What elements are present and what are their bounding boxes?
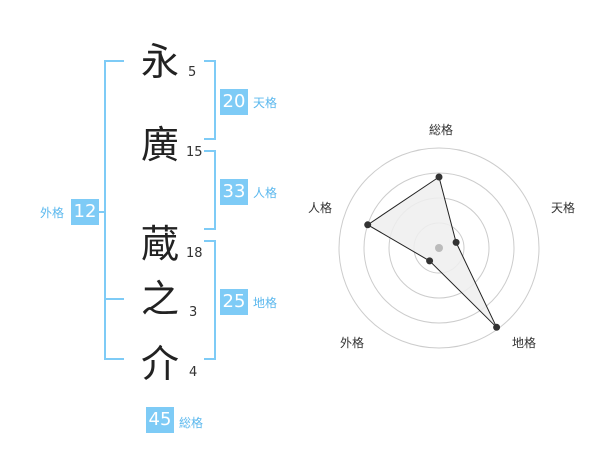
tenkaku-label: 天格	[253, 96, 278, 110]
radar-axis-label-tenkaku: 天格	[551, 201, 576, 215]
jinkaku-bracket-top	[204, 150, 216, 152]
radar-point-3	[493, 323, 501, 331]
radar-axis-label-gaikaku: 外格	[340, 336, 365, 350]
radar-axis-label-chikaku: 地格	[512, 336, 537, 350]
stroke-count-5: 4	[189, 365, 198, 380]
radar-axis-label-soukaku: 総格	[429, 123, 454, 137]
name-char-1: 永	[140, 40, 179, 84]
tenkaku-bracket-bottom	[204, 138, 216, 140]
radar-point-5	[364, 221, 372, 229]
radar-polygon	[366, 176, 498, 328]
radar-center-dot	[435, 244, 443, 252]
stroke-count-2: 15	[186, 145, 203, 160]
radar-point-4	[426, 257, 434, 265]
chikaku-bracket	[214, 240, 216, 360]
gaikaku-bracket-split	[104, 298, 124, 300]
radar-ring-3	[363, 172, 515, 324]
gaikaku-label: 外格	[40, 206, 65, 220]
name-char-2: 廣	[140, 123, 179, 167]
radar-ring-4	[338, 147, 540, 349]
stroke-count-1: 5	[188, 65, 197, 80]
gaikaku-bracket-tick	[98, 211, 105, 213]
name-char-5: 介	[140, 342, 179, 386]
soukaku-value: 45	[146, 407, 174, 433]
tenkaku-bracket	[214, 60, 216, 140]
soukaku-label: 総格	[179, 416, 204, 430]
gaikaku-bracket-top	[104, 60, 124, 62]
jinkaku-value: 33	[220, 179, 248, 205]
stroke-count-3: 18	[186, 246, 203, 261]
jinkaku-bracket	[214, 150, 216, 230]
chikaku-value: 25	[220, 289, 248, 315]
tenkaku-bracket-top	[204, 60, 216, 62]
chikaku-bracket-bottom	[204, 358, 216, 360]
chikaku-label: 地格	[253, 296, 278, 310]
radar-point-2	[452, 238, 460, 246]
jinkaku-bracket-bottom	[204, 228, 216, 230]
name-char-3: 蔵	[140, 222, 179, 266]
gaikaku-bracket	[104, 60, 106, 360]
stroke-count-4: 3	[189, 305, 198, 320]
gaikaku-value: 12	[71, 199, 99, 225]
jinkaku-label: 人格	[253, 186, 278, 200]
radar-point-1	[435, 173, 443, 181]
chikaku-bracket-top	[204, 240, 216, 242]
tenkaku-value: 20	[220, 89, 248, 115]
name-char-4: 之	[140, 277, 179, 321]
radar-axis-label-jinkaku: 人格	[308, 201, 333, 215]
gaikaku-bracket-bottom	[104, 358, 124, 360]
